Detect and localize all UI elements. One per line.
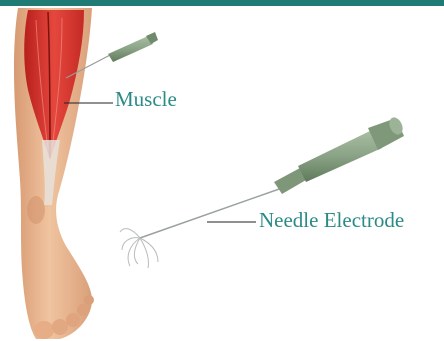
needle-electrode-label: Needle Electrode <box>259 210 404 231</box>
muscle-label: Muscle <box>115 89 177 110</box>
needle-electrode <box>120 115 405 268</box>
